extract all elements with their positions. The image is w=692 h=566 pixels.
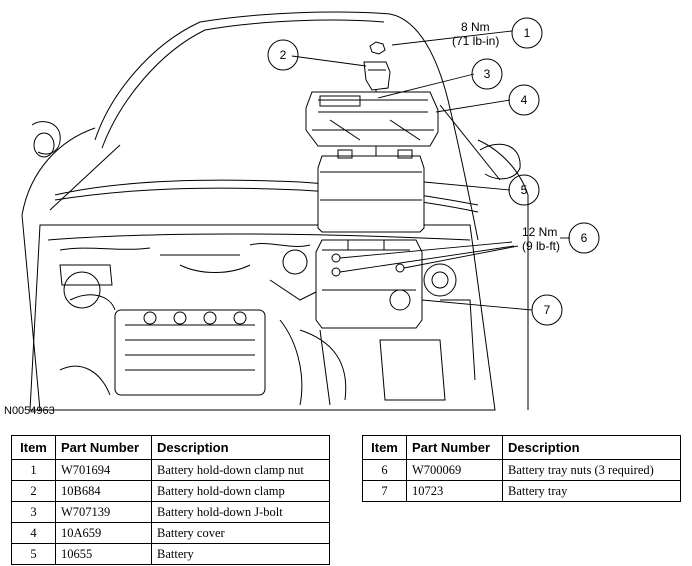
callout-number-4: 4 — [521, 93, 528, 107]
left-fender — [21, 127, 96, 411]
part-number-cell: W707139 — [55, 501, 152, 523]
torque-label-1-lb: (71 lb-in) — [452, 34, 499, 48]
item-cell: 7 — [362, 480, 407, 502]
clamp-nut — [369, 41, 386, 55]
callout-number-1: 1 — [524, 26, 531, 40]
hood-outline — [94, 11, 479, 241]
callout-circle-5 — [508, 174, 540, 206]
callout-circle-1 — [511, 17, 543, 49]
callout-number-5: 5 — [521, 183, 528, 197]
table-row: 3 W707139 Battery hold-down J-bolt — [11, 501, 330, 523]
torque-label-6-lb: (9 lb-ft) — [522, 239, 560, 253]
part-number-cell: 10B684 — [55, 480, 152, 502]
callout-circle-4 — [508, 84, 540, 116]
part-number-cell: W701694 — [55, 459, 152, 481]
header-part-number: Part Number — [406, 435, 503, 460]
callout-circle-3 — [471, 58, 503, 90]
engine-bay-diagram: 1 2 3 4 5 6 7 8 Nm (71 lb-in) 12 Nm (9 l… — [4, 11, 600, 417]
description-cell: Battery tray nuts (3 required) — [502, 459, 681, 481]
item-cell: 4 — [11, 522, 56, 544]
callout-circle-2 — [267, 39, 299, 71]
table-row: 4 10A659 Battery cover — [11, 522, 330, 544]
description-cell: Battery hold-down J-bolt — [151, 501, 330, 523]
item-cell: 1 — [11, 459, 56, 481]
parts-table-left: Item Part Number Description 1 W701694 B… — [11, 435, 330, 565]
header-part-number: Part Number — [55, 435, 152, 460]
table-row: 5 10655 Battery — [11, 543, 330, 565]
hood-inner-line — [101, 19, 385, 149]
callout-circle-6 — [568, 222, 600, 254]
description-cell: Battery hold-down clamp — [151, 480, 330, 502]
torque-label-6-nm: 12 Nm — [522, 225, 557, 239]
callout-circle-7 — [531, 294, 563, 326]
table-row: 7 10723 Battery tray — [362, 480, 681, 502]
right-fender — [477, 139, 529, 410]
battery-tray — [315, 239, 423, 329]
table-row: 2 10B684 Battery hold-down clamp — [11, 480, 330, 502]
part-number-cell: W700069 — [406, 459, 503, 481]
description-cell: Battery cover — [151, 522, 330, 544]
callout-number-2: 2 — [280, 48, 287, 62]
item-cell: 2 — [11, 480, 56, 502]
description-cell: Battery — [151, 543, 330, 565]
hold-down-clamp — [363, 61, 391, 91]
part-number-cell: 10723 — [406, 480, 503, 502]
callout-number-6: 6 — [581, 231, 588, 245]
part-number-cell: 10655 — [55, 543, 152, 565]
engine-cover — [114, 309, 266, 396]
torque-label-1-nm: 8 Nm — [461, 20, 490, 34]
item-cell: 3 — [11, 501, 56, 523]
table-row: 1 W701694 Battery hold-down clamp nut — [11, 459, 330, 481]
description-cell: Battery hold-down clamp nut — [151, 459, 330, 481]
callout-number-3: 3 — [484, 67, 491, 81]
callout-number-7: 7 — [544, 303, 551, 317]
header-description: Description — [151, 435, 330, 460]
table-row: 6 W700069 Battery tray nuts (3 required) — [362, 459, 681, 481]
header-item: Item — [11, 435, 56, 460]
header-description: Description — [502, 435, 681, 460]
table-header-row: Item Part Number Description — [362, 435, 681, 460]
item-cell: 6 — [362, 459, 407, 481]
parts-table-right: Item Part Number Description 6 W700069 B… — [362, 435, 681, 502]
header-item: Item — [362, 435, 407, 460]
part-number-cell: 10A659 — [55, 522, 152, 544]
item-cell: 5 — [11, 543, 56, 565]
figure-id: N0054963 — [4, 405, 55, 417]
description-cell: Battery tray — [502, 480, 681, 502]
battery — [317, 155, 425, 233]
table-header-row: Item Part Number Description — [11, 435, 330, 460]
